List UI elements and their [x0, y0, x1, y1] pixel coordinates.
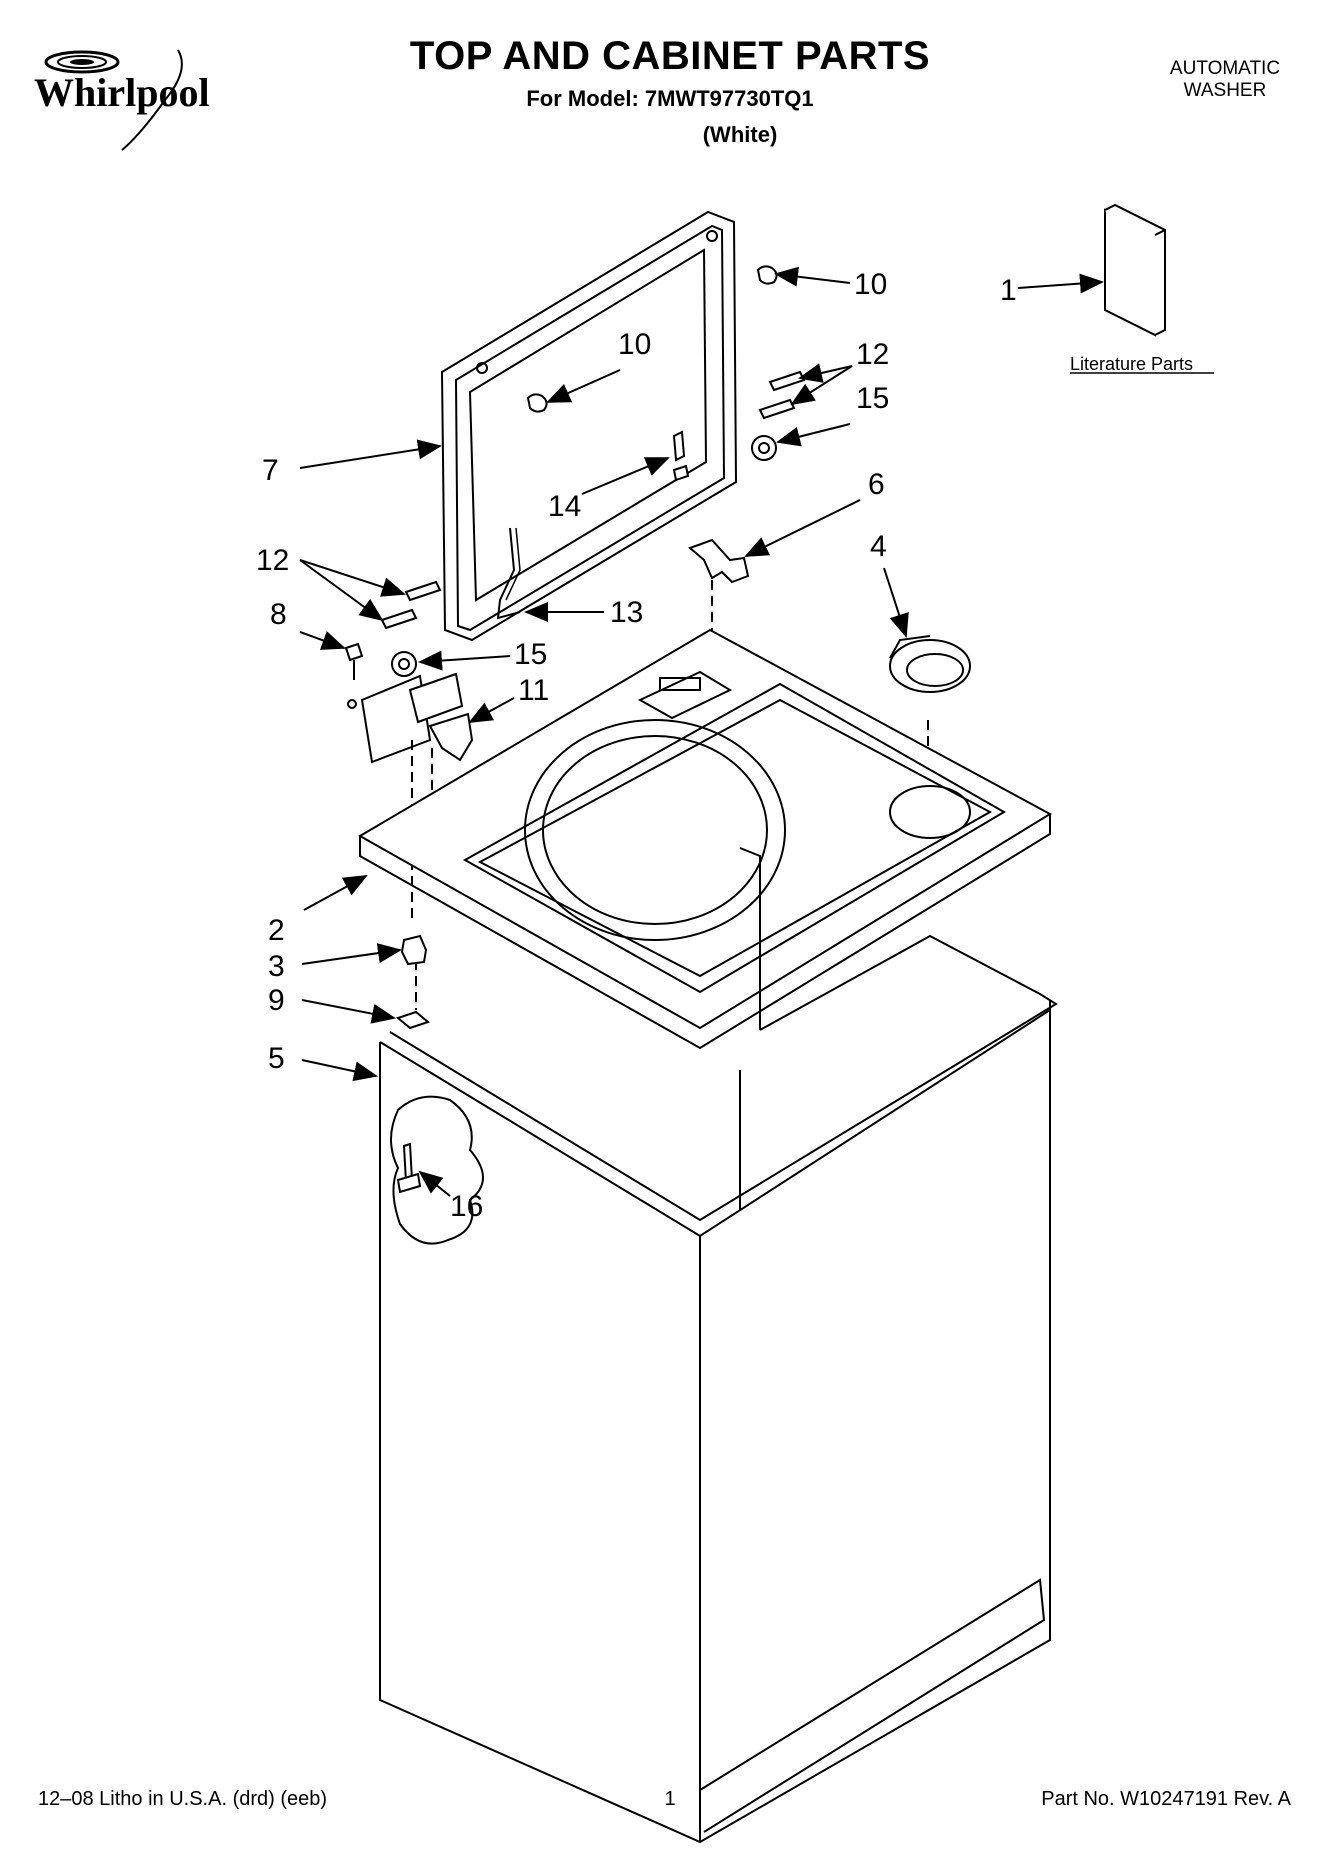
callout-10-upper: 10: [854, 268, 887, 301]
callout-13: 13: [610, 596, 643, 629]
callout-12-upper: 12: [856, 338, 889, 371]
callout-1: 1: [1000, 274, 1017, 307]
callout-14: 14: [548, 490, 581, 523]
callout-4: 4: [870, 530, 887, 563]
page-number: 1: [664, 1788, 676, 1810]
callout-7: 7: [262, 454, 279, 487]
lid-switch: [360, 672, 474, 764]
callout-2: 2: [268, 914, 285, 947]
callout-3: 3: [268, 950, 285, 983]
bleach-dispenser: [889, 635, 971, 693]
callout-15-upper: 15: [856, 382, 889, 415]
lid-switch-screw: [344, 642, 364, 709]
model-color: (White): [702, 122, 778, 147]
top-panel: [357, 628, 1053, 1050]
hinge-screws-lower: [380, 580, 442, 630]
product-line-2: WASHER: [1183, 80, 1267, 101]
callout-10-lower: 10: [618, 328, 651, 361]
callout-15-lower: 15: [514, 638, 547, 671]
part-number: Part No. W10247191 Rev. A: [1041, 1788, 1291, 1810]
cabinet: [379, 934, 1058, 1844]
callout-11: 11: [518, 674, 549, 707]
hinge-bushing-lower: [391, 651, 417, 677]
lid-bumper: [526, 265, 778, 413]
hinge-bushing-upper: [751, 435, 777, 461]
callout-9: 9: [268, 984, 285, 1017]
litho-info: 12–08 Litho in U.S.A. (drd) (eeb): [38, 1788, 328, 1810]
lid-assembly: [440, 210, 738, 642]
model-line: For Model: 7MWT97730TQ1: [526, 86, 814, 111]
hinge-bracket: [688, 538, 750, 584]
product-line-1: AUTOMATIC: [1169, 58, 1281, 79]
brand-wordmark: Whirlpool: [34, 70, 210, 115]
callout-5: 5: [268, 1042, 285, 1075]
literature-booklet: [1104, 203, 1166, 337]
product-type: AUTOMATIC WASHER: [1120, 58, 1330, 102]
nut: [400, 934, 428, 966]
callout-8: 8: [270, 598, 287, 631]
callout-6: 6: [868, 468, 885, 501]
callout-16: 16: [450, 1190, 483, 1223]
clip: [395, 1010, 431, 1030]
literature-parts-label: Literature Parts: [1070, 354, 1193, 374]
hinge-screws-upper: [758, 370, 806, 420]
callout-12-lower: 12: [256, 544, 289, 577]
whirlpool-logo: Whirlpool: [34, 49, 210, 151]
page-title: TOP AND CABINET PARTS: [409, 34, 931, 78]
